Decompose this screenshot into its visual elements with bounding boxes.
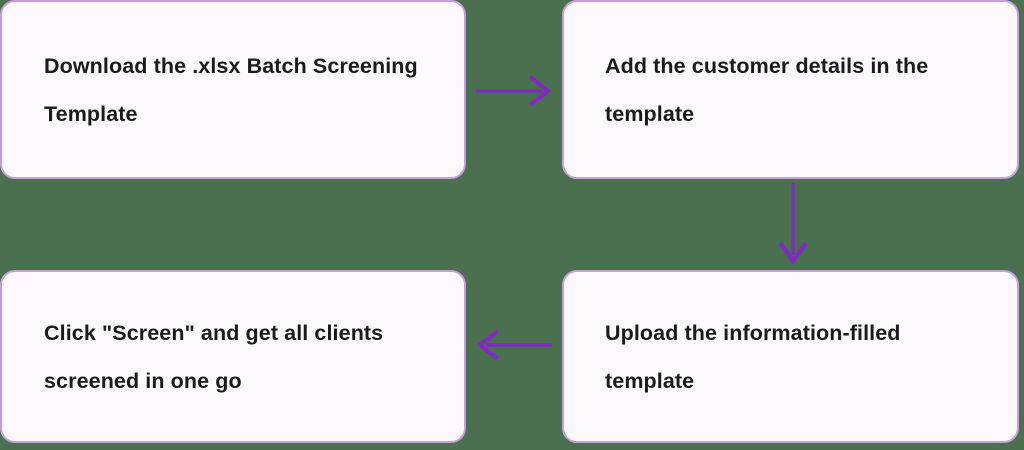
step-box-label: Upload the information-filled template: [605, 320, 901, 393]
step-box-label: Click "Screen" and get all clients scree…: [44, 320, 384, 393]
step-box-add-customer-details[interactable]: Add the customer details in the template: [562, 0, 1019, 179]
arrow-right-icon: [476, 75, 552, 107]
step-box-upload-template[interactable]: Upload the information-filled template: [562, 270, 1019, 443]
step-box-label: Add the customer details in the template: [605, 53, 929, 126]
step-box-label: Download the .xlsx Batch Screening Templ…: [44, 53, 418, 126]
arrow-down-icon: [778, 183, 808, 265]
step-box-click-screen[interactable]: Click "Screen" and get all clients scree…: [0, 270, 466, 443]
arrow-left-icon: [476, 329, 552, 361]
step-box-download-template[interactable]: Download the .xlsx Batch Screening Templ…: [0, 0, 466, 179]
